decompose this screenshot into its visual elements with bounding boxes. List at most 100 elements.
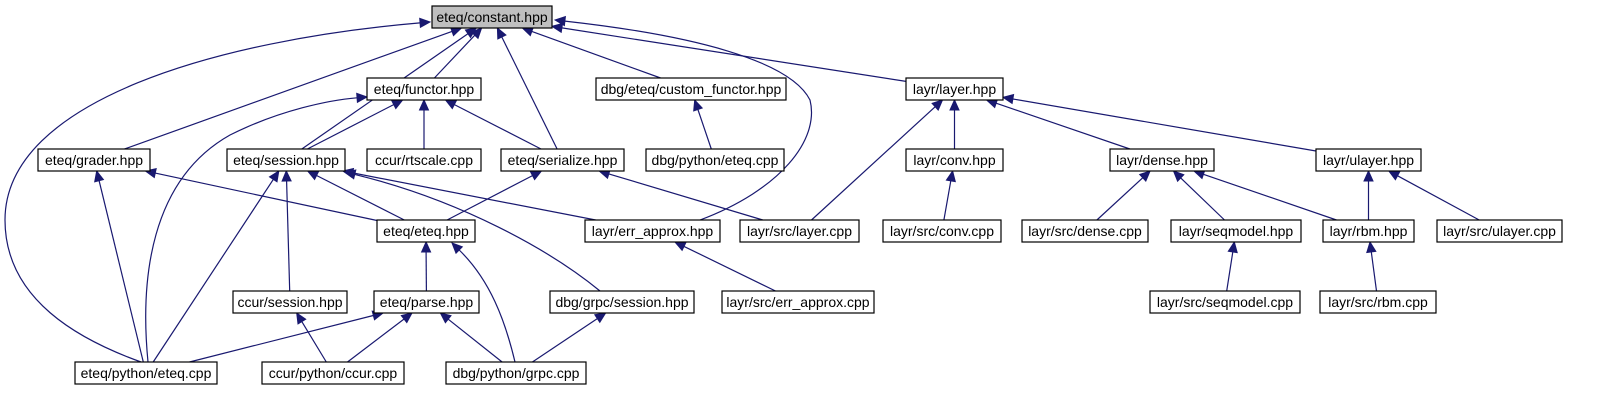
edge-eteq_python_eteq-to-session	[152, 169, 280, 363]
node-box	[721, 290, 875, 314]
node-session[interactable]: eteq/session.hpp	[226, 148, 346, 172]
node-rbm[interactable]: layr/rbm.hpp	[1322, 219, 1415, 243]
edge-line	[4, 22, 421, 363]
node-eteq-python-eteq[interactable]: eteq/python/eteq.cpp	[74, 361, 218, 385]
node-box	[500, 148, 625, 172]
edge-line	[811, 106, 936, 221]
node-custom-functor[interactable]: dbg/eteq/custom_functor.hpp	[595, 77, 787, 101]
arrowhead-icon	[390, 99, 404, 110]
edge-dbg_grpc-to-parse	[439, 312, 503, 363]
node-dbg-python-eteq[interactable]: dbg/python/eteq.cpp	[645, 148, 785, 172]
edge-line	[152, 179, 274, 363]
edge-rtscale-to-functor	[418, 98, 430, 149]
edge-line	[347, 318, 405, 363]
arrowhead-icon	[356, 92, 369, 104]
node-label: eteq/python/eteq.cpp	[81, 365, 212, 381]
arrowhead-icon	[1366, 240, 1377, 254]
node-ccur-python[interactable]: ccur/python/ccur.cpp	[261, 361, 405, 385]
node-src-dense[interactable]: layr/src/dense.cpp	[1021, 219, 1149, 243]
edge-line	[532, 318, 598, 363]
node-ulayer[interactable]: layr/ulayer.hpp	[1315, 148, 1422, 172]
node-dense[interactable]: layr/dense.hpp	[1109, 148, 1215, 172]
node-conv[interactable]: layr/conv.hpp	[905, 148, 1004, 172]
node-box	[1315, 148, 1422, 172]
node-src-seqmodel[interactable]: layr/src/seqmodel.cpp	[1149, 290, 1301, 314]
edge-line	[98, 180, 144, 363]
file-nodes: eteq/constant.hpp eteq/functor.hpp dbg/ete…	[37, 5, 1563, 385]
arrowhead-icon	[444, 99, 458, 110]
edge-grpc_session-to-session	[343, 169, 601, 292]
edge-line	[608, 173, 763, 221]
node-src-rbm[interactable]: layr/src/rbm.cpp	[1319, 290, 1437, 314]
node-box	[445, 361, 587, 385]
edge-line	[1370, 251, 1378, 292]
arrowhead-icon	[1001, 93, 1015, 105]
edge-line	[189, 314, 374, 363]
edge-eteq_python_eteq-to-grader	[94, 169, 144, 363]
arrowhead-icon	[693, 98, 704, 112]
edge-line	[943, 180, 952, 221]
edge-custom_functor-to-constant	[521, 26, 661, 79]
node-box	[74, 361, 218, 385]
node-functor[interactable]: eteq/functor.hpp	[366, 77, 482, 101]
node-err-approx[interactable]: layr/err_approx.hpp	[584, 219, 721, 243]
edge-rbm-to-dense	[1192, 169, 1337, 221]
arrowhead-icon	[949, 98, 960, 111]
node-layer[interactable]: layr/layer.hpp	[905, 77, 1004, 101]
node-constant[interactable]: eteq/constant.hpp	[431, 5, 553, 29]
node-src-conv[interactable]: layr/src/conv.cpp	[882, 219, 1002, 243]
node-label: layr/src/dense.cpp	[1028, 223, 1142, 239]
arrowhead-icon	[1387, 170, 1401, 181]
edge-line	[352, 172, 596, 221]
edge-eteq_python_eteq-to-parse	[189, 310, 385, 363]
edge-line	[531, 30, 661, 79]
edge-line	[458, 249, 516, 363]
edge-dbg_grpc-to-grpc_session	[532, 312, 607, 363]
node-box	[1021, 219, 1149, 243]
node-box	[882, 219, 1002, 243]
edge-line	[145, 97, 358, 363]
arrowhead-icon	[1227, 240, 1238, 254]
node-box	[1109, 148, 1215, 172]
node-parse[interactable]: eteq/parse.hpp	[373, 290, 480, 314]
node-label: layr/ulayer.hpp	[1323, 152, 1414, 168]
node-box	[261, 361, 405, 385]
edge-functor-to-constant	[433, 27, 483, 79]
edge-line	[286, 180, 291, 292]
arrowhead-icon	[451, 242, 464, 255]
edge-line	[446, 175, 533, 221]
node-src-layer[interactable]: layr/src/layer.cpp	[739, 219, 860, 243]
node-serialize[interactable]: eteq/serialize.hpp	[500, 148, 625, 172]
edge-err_approx-to-constant	[553, 15, 812, 221]
node-rtscale[interactable]: ccur/rtscale.cpp	[366, 148, 482, 172]
node-grader[interactable]: eteq/grader.hpp	[37, 148, 151, 172]
node-grpc-session[interactable]: dbg/grpc/session.hpp	[549, 290, 695, 314]
node-eteq-hpp[interactable]: eteq/eteq.hpp	[376, 219, 476, 243]
arrowhead-icon	[296, 311, 307, 325]
node-label: dbg/grpc/session.hpp	[555, 294, 688, 310]
arrowhead-icon	[553, 15, 566, 27]
node-seqmodel[interactable]: layr/seqmodel.hpp	[1170, 219, 1302, 243]
edge-line	[1226, 251, 1234, 292]
node-box	[1149, 290, 1301, 314]
arrowhead-icon	[306, 170, 320, 181]
edge-eteq_hpp-to-grader	[144, 168, 378, 222]
node-label: dbg/python/eteq.cpp	[652, 152, 779, 168]
node-box	[739, 219, 860, 243]
edge-serialize-to-constant	[496, 26, 558, 150]
edge-line	[683, 245, 776, 292]
edge-line	[564, 20, 812, 221]
edge-line	[501, 36, 558, 150]
node-box	[232, 290, 348, 314]
node-ccur-session[interactable]: ccur/session.hpp	[232, 290, 348, 314]
node-dbg-grpc[interactable]: dbg/python/grpc.cpp	[445, 361, 587, 385]
arrowhead-icon	[343, 169, 357, 180]
arrowhead-icon	[673, 241, 687, 252]
node-src-ulayer[interactable]: layr/src/ulayer.cpp	[1436, 219, 1563, 243]
node-src-err-approx[interactable]: layr/src/err_approx.cpp	[721, 290, 875, 314]
edge-session-to-functor	[307, 99, 404, 150]
node-label: layr/src/conv.cpp	[890, 223, 994, 239]
edge-eteq_python_eteq-to-functor	[145, 92, 369, 363]
edge-line	[433, 34, 476, 79]
node-label: layr/layer.hpp	[913, 81, 996, 97]
